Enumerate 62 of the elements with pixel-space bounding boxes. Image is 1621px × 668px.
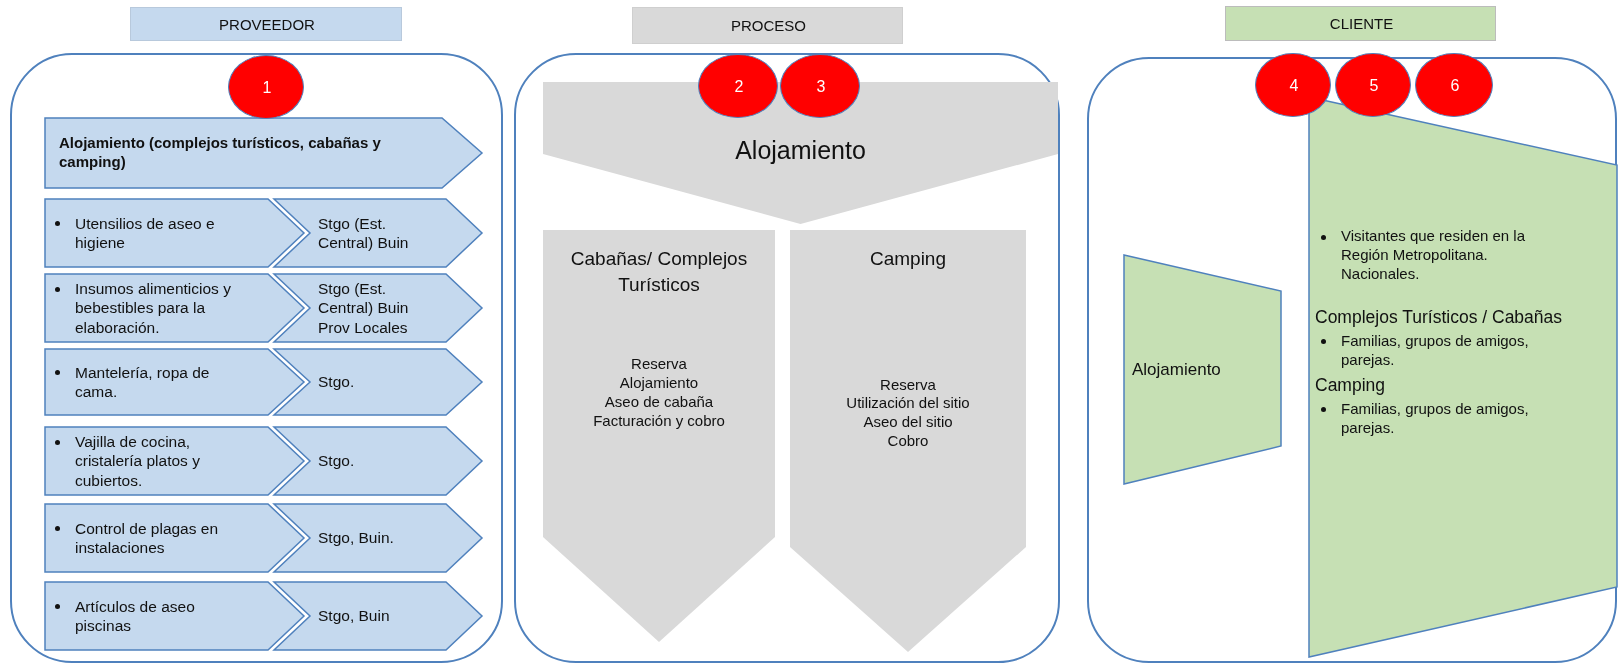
heading-text: Camping: [1315, 374, 1386, 398]
trapezoid-shape: [1309, 97, 1617, 657]
step-number: 6: [1450, 76, 1460, 96]
step-text: Alojamiento: [619, 374, 699, 393]
pentagon-shape: [543, 230, 775, 642]
trapezoid-shape: [1124, 255, 1281, 484]
header-box: [130, 7, 402, 41]
chevron-shape: [274, 199, 482, 267]
chevron-shape: [274, 349, 482, 415]
step-text: Facturación y cobro: [593, 411, 725, 431]
rounded-panel: [514, 53, 1060, 663]
chevron-shape: [274, 504, 482, 572]
step-number: 3: [816, 77, 826, 97]
node-text: Alojamiento: [1132, 358, 1221, 381]
step-text: Cobro: [887, 431, 929, 451]
pentagon-shape: [45, 118, 482, 188]
pentagon-shape: [45, 199, 304, 267]
step-text: Aseo del sitio: [863, 413, 953, 432]
bullet-text: Mantelería, ropa de cama.: [49, 362, 249, 402]
header-box: [632, 7, 903, 44]
node-text: Alojamiento: [735, 135, 866, 167]
step-number: 4: [1289, 76, 1299, 96]
column-title: PROVEEDOR: [219, 15, 315, 35]
column-title: CLIENTE: [1329, 15, 1394, 34]
step-number: 5: [1369, 76, 1379, 96]
pentagon-shape: [45, 582, 304, 650]
bullet-text: Familias, grupos de amigos, parejas.: [1315, 331, 1565, 370]
node-text: Stgo, Buin: [318, 606, 390, 626]
step-number: 2: [734, 77, 744, 97]
node-text: Alojamiento (complejos turísticos, cabañas y camping): [59, 134, 382, 172]
bullet-text: Visitantes que residen en la Región Metropolitana. Nacionales.: [1315, 227, 1565, 284]
chevron-shape: [274, 274, 482, 342]
heading-text: Camping: [869, 247, 946, 271]
step-text: Utilización del sitio: [846, 394, 970, 414]
bullet-text: Control de plagas en instalaciones: [49, 518, 249, 558]
header-box: [1225, 6, 1496, 41]
pentagon-shape: [790, 230, 1026, 652]
heading-text: Cabañas/ Complejos Turísticos: [569, 247, 749, 297]
step-number: 1: [262, 78, 272, 98]
chevron-shape: [274, 582, 482, 650]
chevron-shape: [274, 427, 482, 495]
pentagon-shape: [45, 274, 304, 342]
node-text: Stgo.: [318, 451, 355, 471]
bullet-text: Vajilla de cocina, cristalería platos y cubiertos.: [49, 431, 249, 491]
node-text: Stgo.: [318, 372, 355, 392]
column-title: PROCESO: [731, 17, 806, 36]
bullet-text: Familias, grupos de amigos, parejas.: [1315, 399, 1565, 438]
step-text: Reserva: [880, 375, 936, 395]
node-text: Stgo, Buin.: [318, 528, 394, 548]
node-text: Stgo (Est. Central) Buin: [318, 213, 410, 253]
chevron-shape: [543, 82, 1058, 224]
bullet-text: Utensilios de aseo e higiene: [49, 213, 249, 253]
rounded-panel: [10, 53, 503, 663]
step-text: Aseo de cabaña: [604, 392, 714, 412]
pentagon-shape: [45, 427, 304, 495]
step-text: Reserva: [631, 355, 687, 375]
pentagon-shape: [45, 349, 304, 415]
heading-text: Complejos Turísticos / Cabañas: [1315, 306, 1563, 330]
bullet-text: Artículos de aseo piscinas: [49, 596, 249, 636]
pentagon-shape: [45, 504, 304, 572]
bullet-text: Insumos alimenticios y bebestibles para la elaboración.: [49, 278, 249, 338]
node-text: Stgo (Est. Central) Buin Prov Locales: [318, 278, 410, 338]
